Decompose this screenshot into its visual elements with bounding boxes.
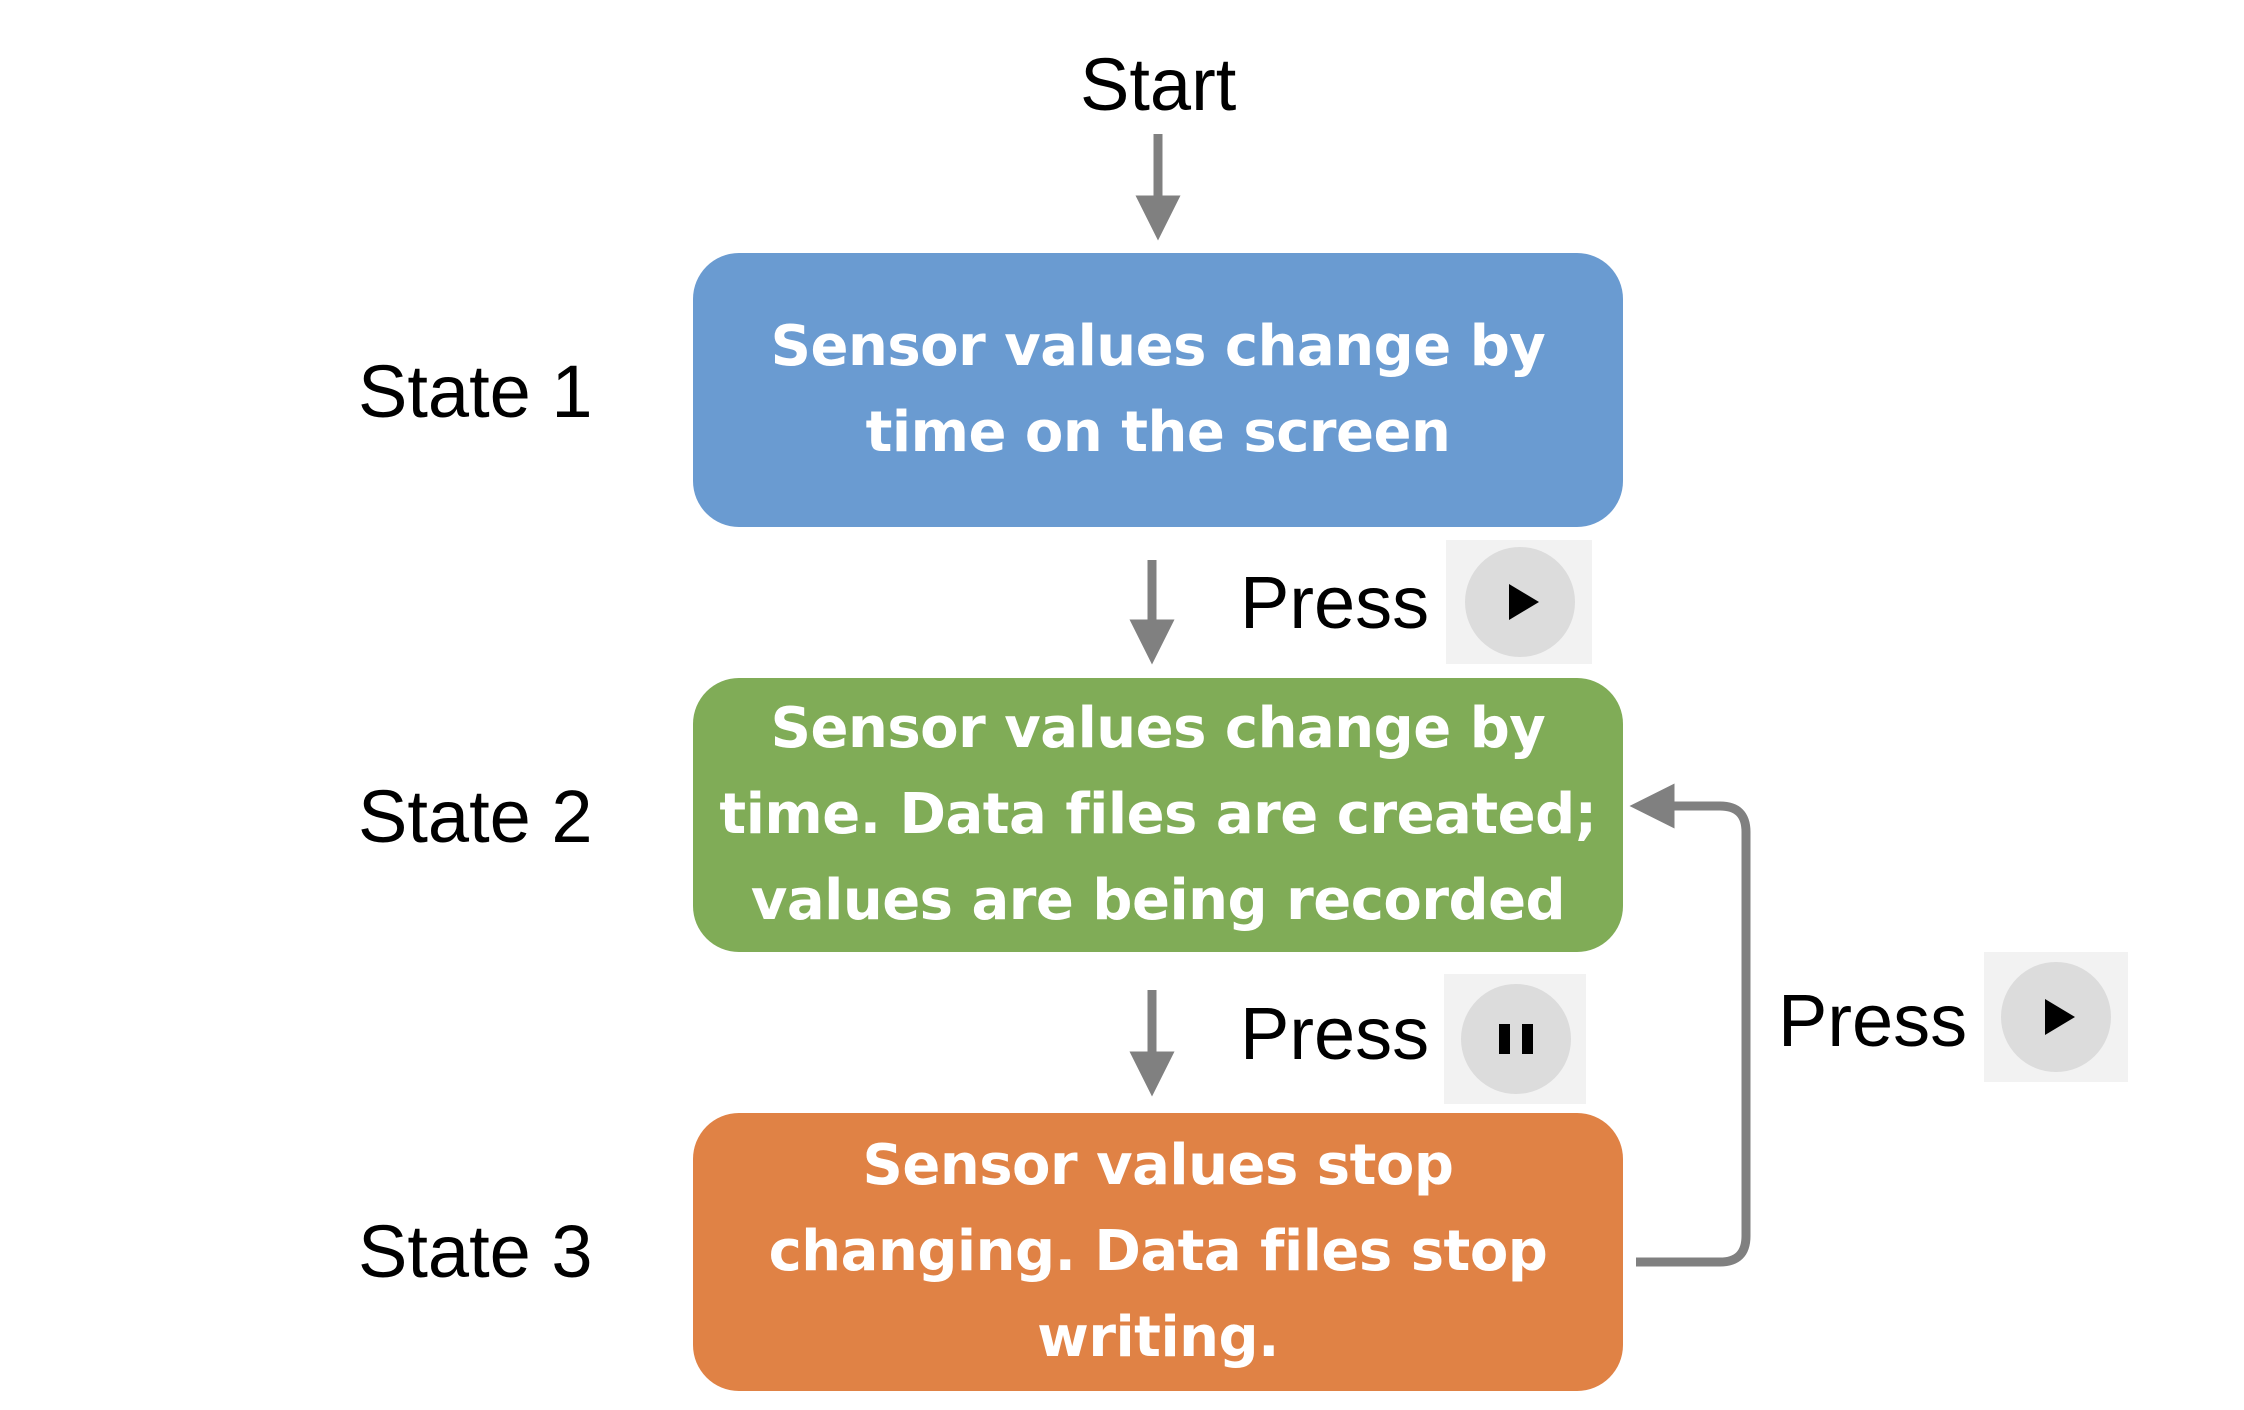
state3-to-state2-loop-arrow: [1629, 783, 1751, 1267]
play-icon: [1509, 584, 1539, 620]
play-button-2-circle: [2001, 962, 2111, 1072]
state-1-label: State 1: [358, 350, 593, 433]
pause-button[interactable]: [1444, 974, 1586, 1104]
state-2-label: State 2: [358, 775, 593, 858]
play-button-1[interactable]: [1446, 540, 1592, 664]
play-button-1-circle: [1465, 547, 1575, 657]
state-1-box: Sensor values change by time on the scre…: [693, 253, 1623, 527]
state-3-label: State 3: [358, 1210, 593, 1293]
state-2-box: Sensor values change by time. Data files…: [693, 678, 1623, 952]
state-3-text: Sensor values stop changing. Data files …: [768, 1133, 1548, 1370]
start-label: Start: [1080, 43, 1237, 126]
state-2-text: Sensor values change by time. Data files…: [719, 696, 1597, 933]
play-button-2[interactable]: [1984, 952, 2128, 1082]
play-icon: [2045, 999, 2075, 1035]
state-1-text: Sensor values change by time on the scre…: [770, 314, 1546, 465]
pause-icon: [1499, 1024, 1533, 1054]
transition-3-press-label: Press: [1778, 979, 1968, 1062]
pause-button-circle: [1461, 984, 1571, 1094]
state-3-box: Sensor values stop changing. Data files …: [693, 1113, 1623, 1391]
transition-2-press-label: Press: [1240, 992, 1430, 1075]
transition-1-press-label: Press: [1240, 561, 1430, 644]
